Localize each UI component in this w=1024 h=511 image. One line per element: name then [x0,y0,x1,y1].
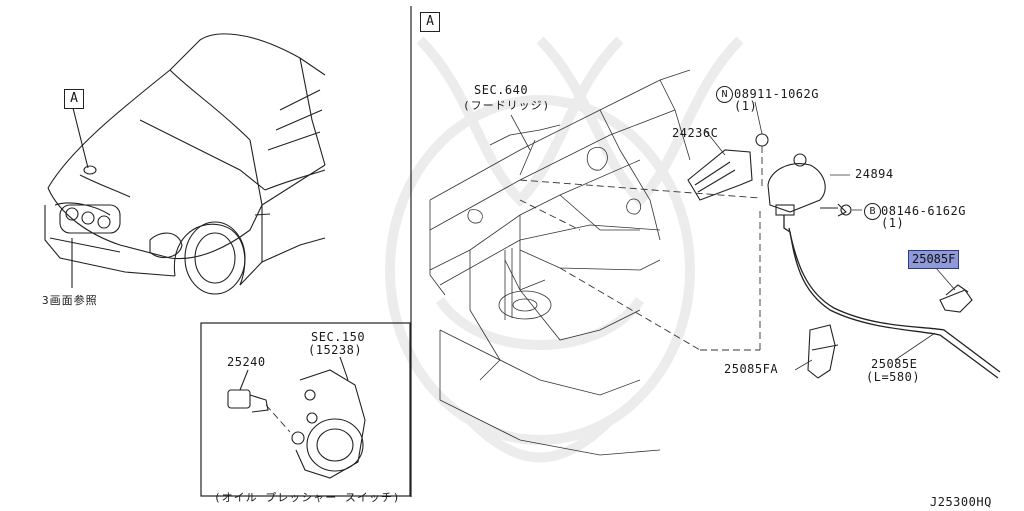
bolt-symbol: B [864,203,881,220]
watermark-emblem [385,36,744,463]
sec-150-subtitle: (15238) [308,343,363,357]
leader-lines [510,101,956,371]
oil-pressure-switch-caption: (オイル プレッシャー スイッチ) [214,491,401,504]
length-label: (L=580) [866,370,921,384]
part-25240-label: 25240 [227,355,266,369]
oil-pressure-switch-drawing [227,356,366,479]
view-a-label: A [426,14,434,29]
part-25085fa-label: 25085FA [724,362,779,376]
view-a-box: A [420,12,440,32]
sensor-and-cable [687,133,1001,379]
sec-150-label: SEC.150 [311,330,366,344]
part-25085f-highlight[interactable]: 25085F [908,250,960,269]
sec-640-label: SEC.640 [474,83,529,97]
car-illustration [44,33,326,295]
nut-qty-label: (1) [734,99,758,113]
sec-640-subtitle: (フードリッジ) [463,99,551,112]
callout-a-label: A [70,91,78,106]
bolt-qty-label: (1) [881,216,905,230]
bolt-symbol-letter: B [869,206,876,217]
inset-frame [200,322,411,497]
part-24236c-label: 24236C [672,126,719,140]
part-24894-label: 24894 [855,167,894,181]
nut-part-label: 08911-1062G [734,87,819,101]
bolt-part-label: 08146-6162G [881,204,966,218]
reference-note: 3画面参照 [42,294,98,307]
callout-a-box: A [64,89,84,109]
diagram-code: J25300HQ [930,495,992,509]
part-25085e-label: 25085E [871,357,918,371]
nut-symbol-letter: N [721,89,728,100]
engine-bay-structure [429,69,691,456]
nut-symbol: N [716,86,733,103]
